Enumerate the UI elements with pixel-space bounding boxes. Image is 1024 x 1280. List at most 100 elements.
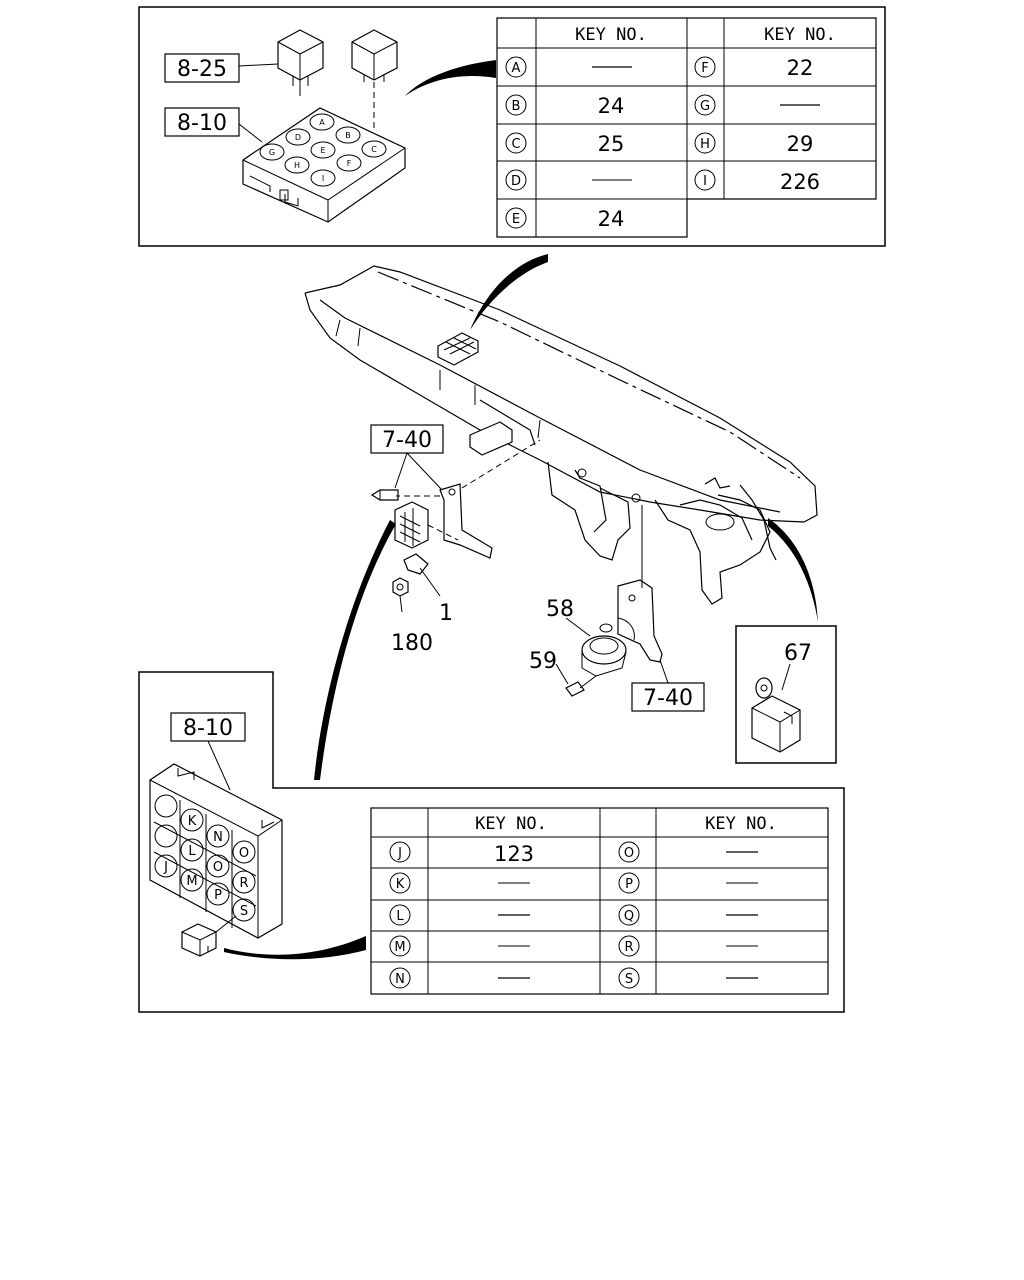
block-bottom-socket-K: K [188,814,197,829]
leader-top-inset [405,60,496,96]
leader-67 [768,518,818,622]
bottom-row-K: K [389,872,530,894]
bottom-row-S: S [618,967,758,989]
block-bottom-socket-N: N [213,830,223,845]
bottom-row-M: M [389,935,530,957]
top-row-D: D [505,169,632,191]
top-value-H: 29 [787,132,814,156]
callout-7-40-lower-label: 7-40 [643,686,693,711]
part-67-label: 67 [784,641,812,666]
top-key-E: E [512,212,520,227]
part-67-module [751,663,801,753]
block-bottom-socket-J: J [163,860,168,875]
bottom-row-L: L [389,904,530,926]
top-row-F: F 22 [694,56,814,80]
block-top-socket-F: F [347,159,352,168]
bottom-key-table: KEY NO. KEY NO. J 123 K L M N [370,807,829,995]
bottom-key-K: K [396,877,405,892]
block-bottom-socket-P: P [214,888,222,903]
relay-bottom-small [181,915,237,957]
bottom-key-J: J [397,846,402,861]
block-top-socket-H: H [294,161,300,170]
part-58-label: 58 [546,597,574,622]
callout-7-40-lower: 7-40 [631,659,705,712]
relay-block-top: A B C D E F G H I [242,107,406,223]
relay-with-pins [277,29,324,96]
top-row-I: I 226 [694,169,820,194]
bottom-row-O: O [618,841,758,863]
leader-bottom-inset [314,520,396,780]
block-top-socket-A: A [319,118,325,127]
bottom-key-M: M [394,940,405,955]
top-key-C: C [511,137,520,152]
top-value-E: 24 [598,207,625,231]
leader-top-to-dash [470,254,548,330]
bottom-row-R: R [618,935,758,957]
part-180-label: 180 [391,631,433,656]
leader-58 [565,617,591,637]
bottom-key-R: R [624,940,633,955]
bottom-key-L: L [396,909,404,924]
bottom-inset-frame [138,671,845,1013]
bottom-row-Q: Q [618,904,758,926]
top-key-G: G [700,99,710,114]
block-bottom-socket-O: O [239,846,249,861]
bottom-row-N: N [389,967,530,989]
callout-8-10-bottom: 8-10 [170,712,246,791]
top-key-I: I [703,174,707,189]
block-top-socket-G: G [269,148,275,157]
horn-assembly [565,505,663,697]
bottom-row-P: P [618,872,758,894]
top-value-F: 22 [787,56,814,80]
top-row-G: G [694,94,820,116]
callout-8-25-label: 8-25 [177,57,227,82]
top-key-table: KEY NO. KEY NO. A B 24 C 25 D E 24 [496,17,877,238]
top-table-header-right: KEY NO. [764,25,836,45]
block-top-socket-C: C [371,145,377,154]
relay-loose [351,29,398,128]
relay-block-bottom: K N O L O R J M P S [149,763,283,939]
bottom-key-S: S [625,972,633,987]
bottom-table-header-left: KEY NO. [475,814,547,834]
bottom-row-J: J 123 [389,841,534,866]
block-top-socket-B: B [345,131,351,140]
top-row-H: H 29 [694,132,814,156]
block-bottom-socket-O2: O [213,860,223,875]
callout-7-40-upper-label: 7-40 [382,428,432,453]
top-row-B: B 24 [505,94,625,118]
top-table-header-left: KEY NO. [575,25,647,45]
bottom-key-O: O [624,846,634,861]
callout-7-40-upper: 7-40 [370,424,444,491]
top-value-I: 226 [780,170,820,194]
top-value-B: 24 [598,94,625,118]
bottom-value-J: 123 [494,842,534,866]
bottom-table-header-right: KEY NO. [705,814,777,834]
top-inset-frame [138,6,886,247]
top-key-F: F [701,61,708,76]
top-key-A: A [512,61,521,76]
top-value-C: 25 [598,132,625,156]
block-bottom-socket-S: S [240,904,248,919]
top-key-D: D [511,174,521,189]
leader-59 [555,663,569,685]
top-row-A: A [505,56,632,78]
bottom-key-N: N [395,972,405,987]
part-59-label: 59 [529,649,557,674]
block-bottom-socket-R: R [239,876,248,891]
callout-8-25: 8-25 [164,53,279,83]
top-row-E: E 24 [505,207,625,231]
block-bottom-socket-L: L [188,844,196,859]
block-top-socket-I: I [322,174,324,183]
bracket-upper [370,439,541,613]
part-67-inset-frame [735,625,837,764]
dashboard-beam [304,265,818,605]
block-top-socket-E: E [320,146,325,155]
top-key-H: H [700,137,710,152]
callout-8-10-bottom-label: 8-10 [183,716,233,741]
bottom-key-Q: Q [624,909,634,924]
block-bottom-socket-M: M [186,874,197,889]
top-row-C: C 25 [505,132,625,156]
leader-bottom-table [224,936,366,960]
part-1-label: 1 [439,601,453,626]
